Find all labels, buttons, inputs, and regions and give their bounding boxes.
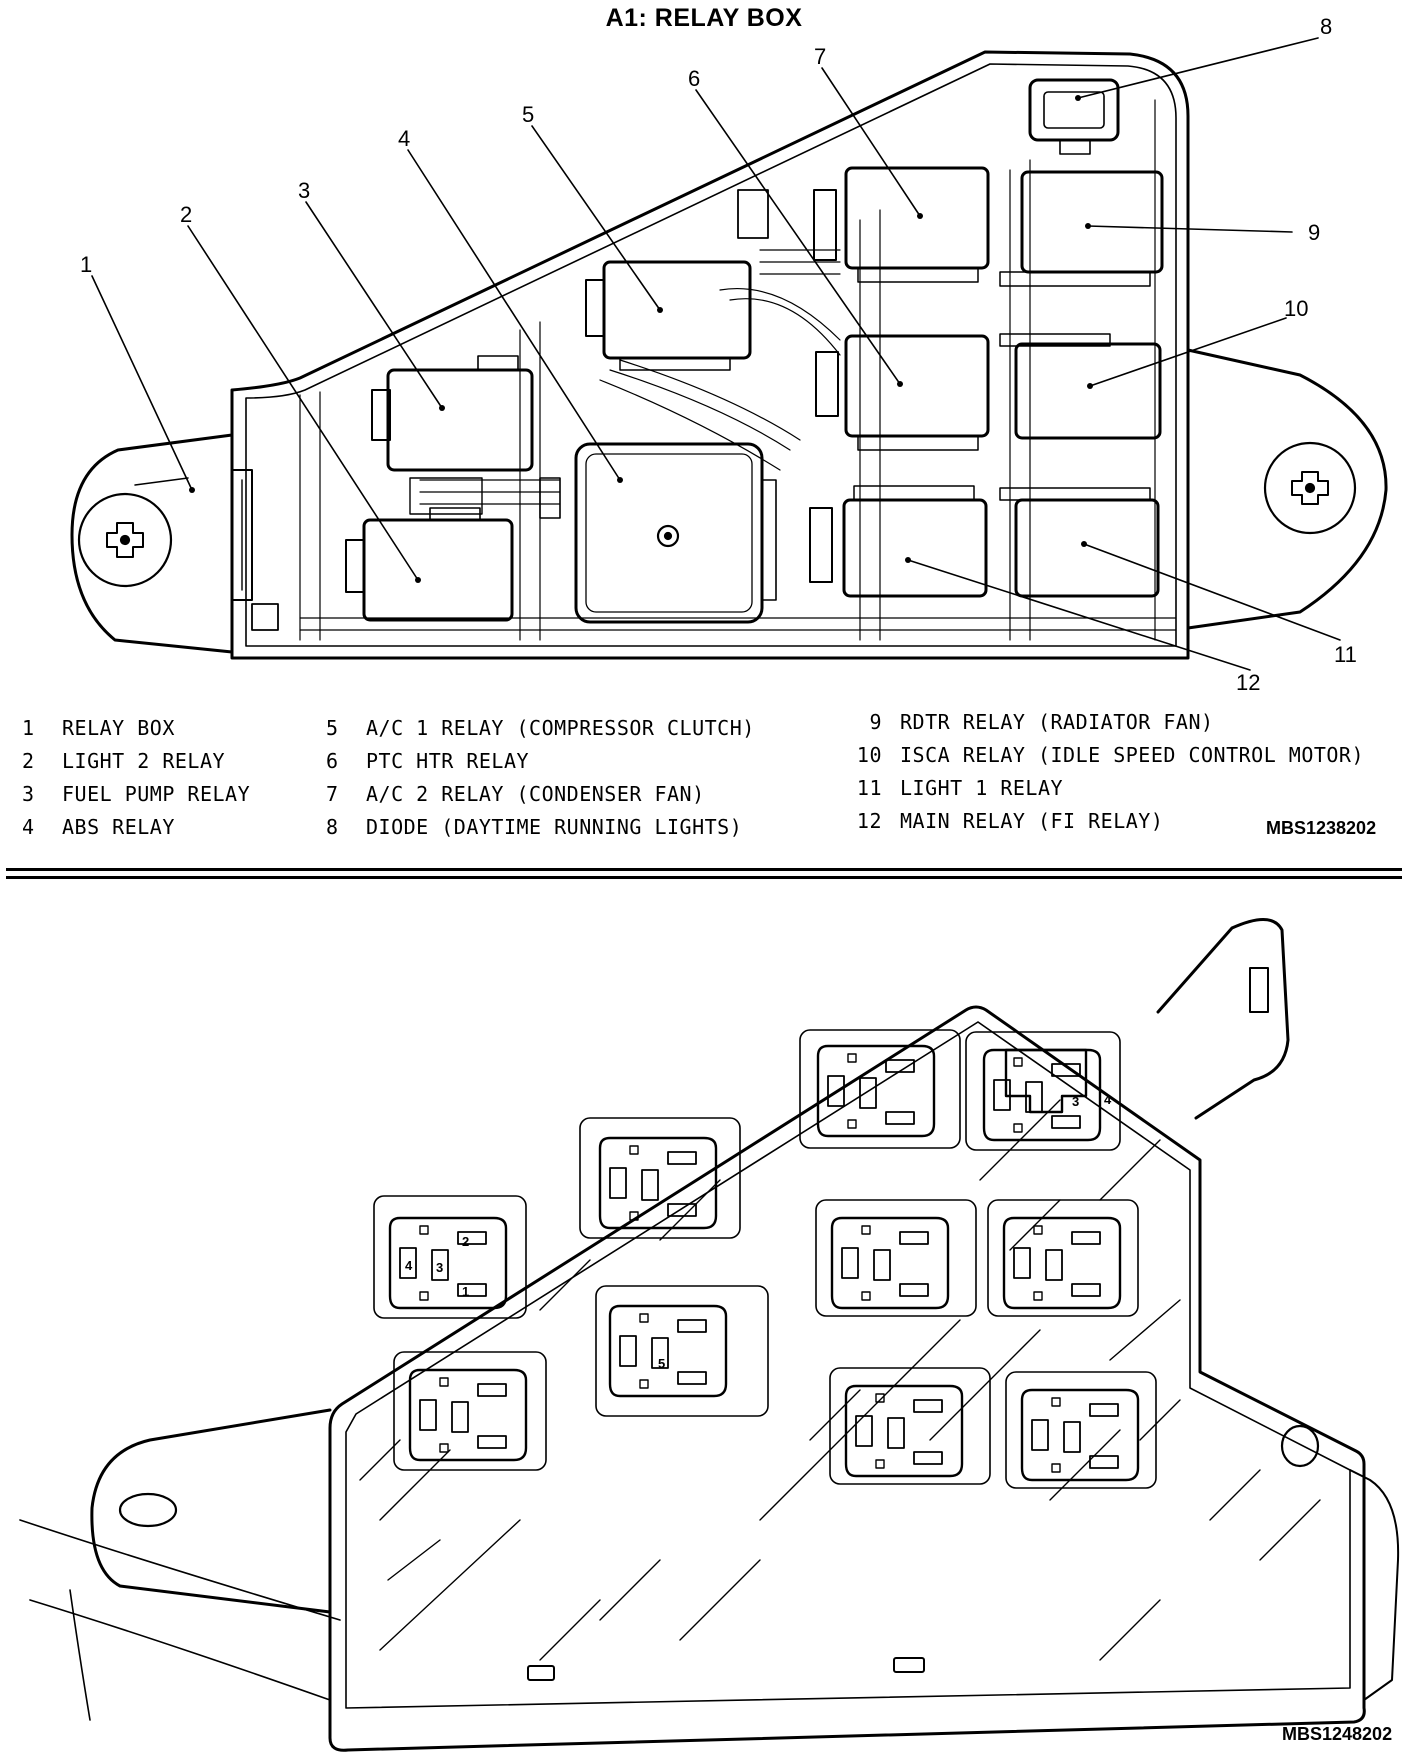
socket-pin-labels: 4 3 2 1 4 3 5 xyxy=(405,1092,1112,1371)
legend-item: 11 LIGHT 1 RELAY xyxy=(830,772,1364,805)
legend-number: 3 xyxy=(22,782,35,806)
diagram-title: A1: RELAY BOX xyxy=(605,4,803,32)
separator-line xyxy=(6,868,1402,871)
light-1-relay xyxy=(999,487,1160,598)
legend-number: 12 xyxy=(856,809,882,833)
legend-column-2: 5 A/C 1 RELAY (COMPRESSOR CLUTCH) 6 PTC HT… xyxy=(326,712,755,844)
legend-number: 1 xyxy=(22,716,35,740)
legend-label: LIGHT 2 RELAY xyxy=(62,749,226,773)
legend-label: LIGHT 1 RELAY xyxy=(900,776,1064,800)
legend-column-3: 9 RDTR RELAY (RADIATOR FAN) 10 ISCA RELAY … xyxy=(830,706,1364,838)
pin-3-label: 3 xyxy=(436,1260,443,1275)
right-bolt-icon xyxy=(1263,441,1357,535)
diode xyxy=(1028,78,1120,155)
legend-number: 7 xyxy=(326,782,339,806)
legend-number: 9 xyxy=(869,710,882,734)
pin-4-label-f: 4 xyxy=(1104,1092,1112,1107)
legend-number: 11 xyxy=(856,776,882,800)
ptc-htr-relay xyxy=(815,334,990,451)
legend-label: FUEL PUMP RELAY xyxy=(62,782,251,806)
socket-b xyxy=(408,1368,528,1462)
fuel-pump-relay xyxy=(371,355,534,472)
callout-3: 3 xyxy=(298,178,310,203)
pin-4-label: 4 xyxy=(405,1258,413,1273)
legend-item: 2 LIGHT 2 RELAY xyxy=(22,745,250,778)
separator-line-double xyxy=(6,876,1402,879)
legend-label: MAIN RELAY (FI RELAY) xyxy=(900,809,1164,833)
legend-label: RDTR RELAY (RADIATOR FAN) xyxy=(900,710,1214,734)
legend-label: PTC HTR RELAY xyxy=(366,749,530,773)
light-2-relay xyxy=(345,477,514,622)
legend-label: A/C 1 RELAY (COMPRESSOR CLUTCH) xyxy=(366,716,755,740)
callout-8: 8 xyxy=(1320,14,1332,39)
legend-item: 10 ISCA RELAY (IDLE SPEED CONTROL MOTOR) xyxy=(830,739,1364,772)
legend-number: 4 xyxy=(22,815,35,839)
legend-label: A/C 2 RELAY (CONDENSER FAN) xyxy=(366,782,705,806)
rdtr-relay xyxy=(999,170,1164,287)
legend-item: 4 ABS RELAY xyxy=(22,811,250,844)
legend-label: ISCA RELAY (IDLE SPEED CONTROL MOTOR) xyxy=(900,743,1365,767)
ac-1-relay xyxy=(585,260,752,371)
callout-10: 10 xyxy=(1284,296,1308,321)
left-bolt-icon xyxy=(77,492,173,588)
socket-d xyxy=(608,1304,728,1398)
pin-1-label: 1 xyxy=(462,1284,469,1299)
legend-item: 9 RDTR RELAY (RADIATOR FAN) xyxy=(830,706,1364,739)
relay-box-top-view xyxy=(70,50,1388,660)
socket-i xyxy=(844,1384,964,1478)
legend-item: 1 RELAY BOX xyxy=(22,712,250,745)
callout-5: 5 xyxy=(522,102,534,127)
pin-3-label-f: 3 xyxy=(1072,1094,1079,1109)
legend-item: 6 PTC HTR RELAY xyxy=(326,745,755,778)
legend-label: RELAY BOX xyxy=(62,716,175,740)
legend-item: 3 FUEL PUMP RELAY xyxy=(22,778,250,811)
legend-item: 12 MAIN RELAY (FI RELAY) xyxy=(830,805,1364,838)
leader-lines xyxy=(91,37,1341,671)
socket-g xyxy=(830,1216,950,1310)
callout-2: 2 xyxy=(180,202,192,227)
callout-7: 7 xyxy=(814,44,826,69)
callout-12: 12 xyxy=(1236,670,1260,695)
isca-relay xyxy=(999,333,1162,440)
legend-number: 5 xyxy=(326,716,339,740)
socket-c xyxy=(598,1136,718,1230)
legend-number: 6 xyxy=(326,749,339,773)
legend-column-1: 1 RELAY BOX 2 LIGHT 2 RELAY 3 FUEL PUMP REL… xyxy=(22,712,250,844)
abs-relay xyxy=(574,442,777,624)
legend-item: 7 A/C 2 RELAY (CONDENSER FAN) xyxy=(326,778,755,811)
callout-labels: 1 2 3 4 5 6 7 8 9 10 11 12 xyxy=(80,14,1357,695)
figure-code-top: MBS1238202 xyxy=(1266,818,1377,838)
socket-h xyxy=(1002,1216,1122,1310)
callout-11: 11 xyxy=(1334,642,1357,667)
main-relay xyxy=(809,485,988,598)
ac-2-relay xyxy=(813,166,990,283)
callout-9: 9 xyxy=(1308,220,1320,245)
pin-5-label: 5 xyxy=(658,1356,665,1371)
socket-j xyxy=(1020,1388,1140,1482)
legend-item: 8 DIODE (DAYTIME RUNNING LIGHTS) xyxy=(326,811,755,844)
legend-number: 8 xyxy=(326,815,339,839)
pin-2-label: 2 xyxy=(462,1234,469,1249)
callout-1: 1 xyxy=(80,252,92,277)
relay-box-bottom-view xyxy=(19,918,1400,1752)
legend-label: ABS RELAY xyxy=(62,815,175,839)
leader-dots xyxy=(189,95,1093,583)
legend-number: 2 xyxy=(22,749,35,773)
callout-6: 6 xyxy=(688,66,700,91)
figure-code-bottom: MBS1248202 xyxy=(1282,1724,1393,1744)
legend-number: 10 xyxy=(856,743,882,767)
legend-label: DIODE (DAYTIME RUNNING LIGHTS) xyxy=(366,815,743,839)
callout-4: 4 xyxy=(398,126,410,151)
legend-item: 5 A/C 1 RELAY (COMPRESSOR CLUTCH) xyxy=(326,712,755,745)
